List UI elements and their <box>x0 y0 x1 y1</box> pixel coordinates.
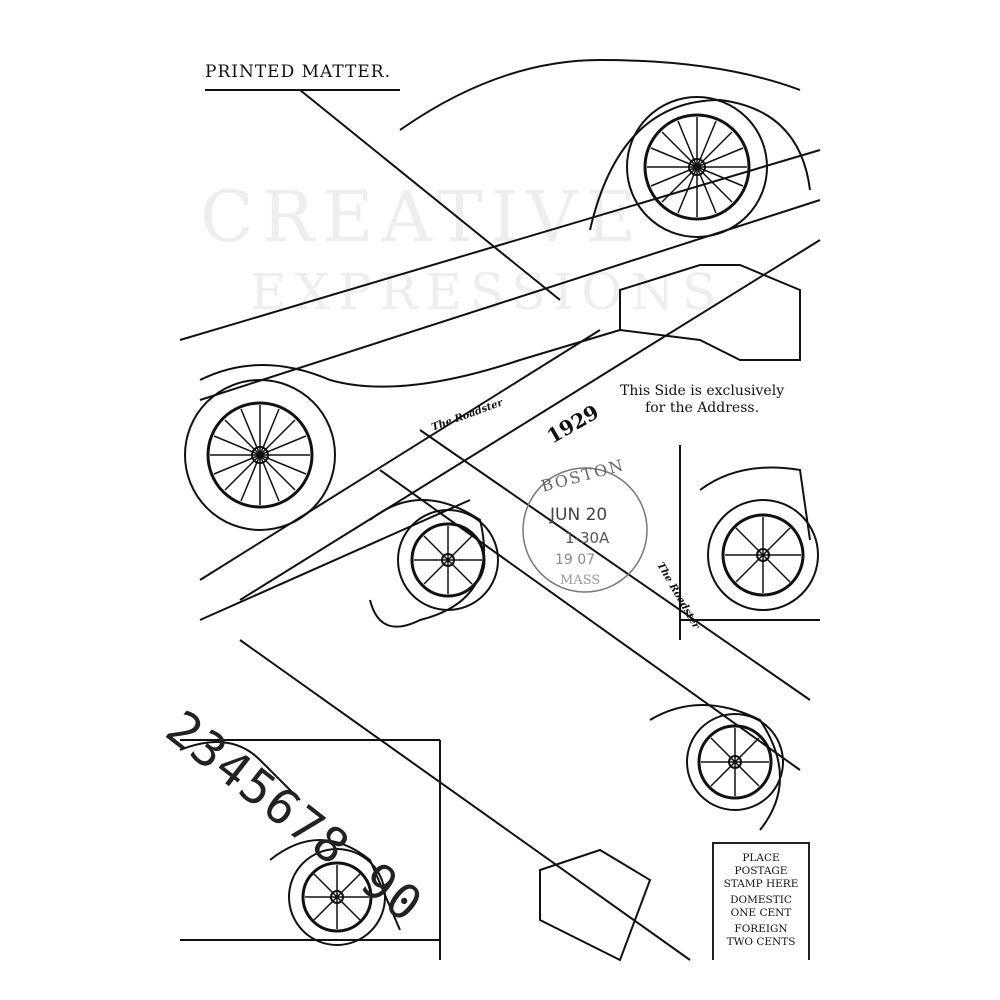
wheel <box>288 848 386 946</box>
postmark-state: MASS <box>560 573 601 588</box>
watermark-line2: EXPRESSIONS <box>250 263 725 321</box>
address-note-line2: for the Address. <box>645 400 760 416</box>
wheel <box>184 379 336 531</box>
address-note-line1: This Side is exclusively <box>620 383 785 399</box>
postmark-time: 1-30A <box>565 529 610 547</box>
wheel <box>626 96 768 238</box>
wheel <box>707 499 819 611</box>
printed-matter-heading: PRINTED MATTER. <box>205 62 391 82</box>
wheel <box>397 509 499 611</box>
postage-text: FOREIGN <box>734 923 788 935</box>
blueprint-lines <box>179 58 821 962</box>
postmark-date: JUN 20 <box>550 505 608 525</box>
postage-text: ONE CENT <box>730 907 792 919</box>
postage-text: DOMESTIC <box>730 894 792 906</box>
postage-text: TWO CENTS <box>726 936 796 948</box>
postmark-stamp-year: 19 07 <box>555 552 596 568</box>
watermark-line1: CREATIVE <box>200 176 645 258</box>
postage-text: STAMP HERE <box>723 878 799 890</box>
wheel <box>686 713 784 811</box>
postage-text: POSTAGE <box>734 865 788 877</box>
postage-text: PLACE <box>742 852 780 864</box>
postmark-ring <box>522 467 648 593</box>
address-note: This Side is exclusively for the Address… <box>620 383 784 417</box>
